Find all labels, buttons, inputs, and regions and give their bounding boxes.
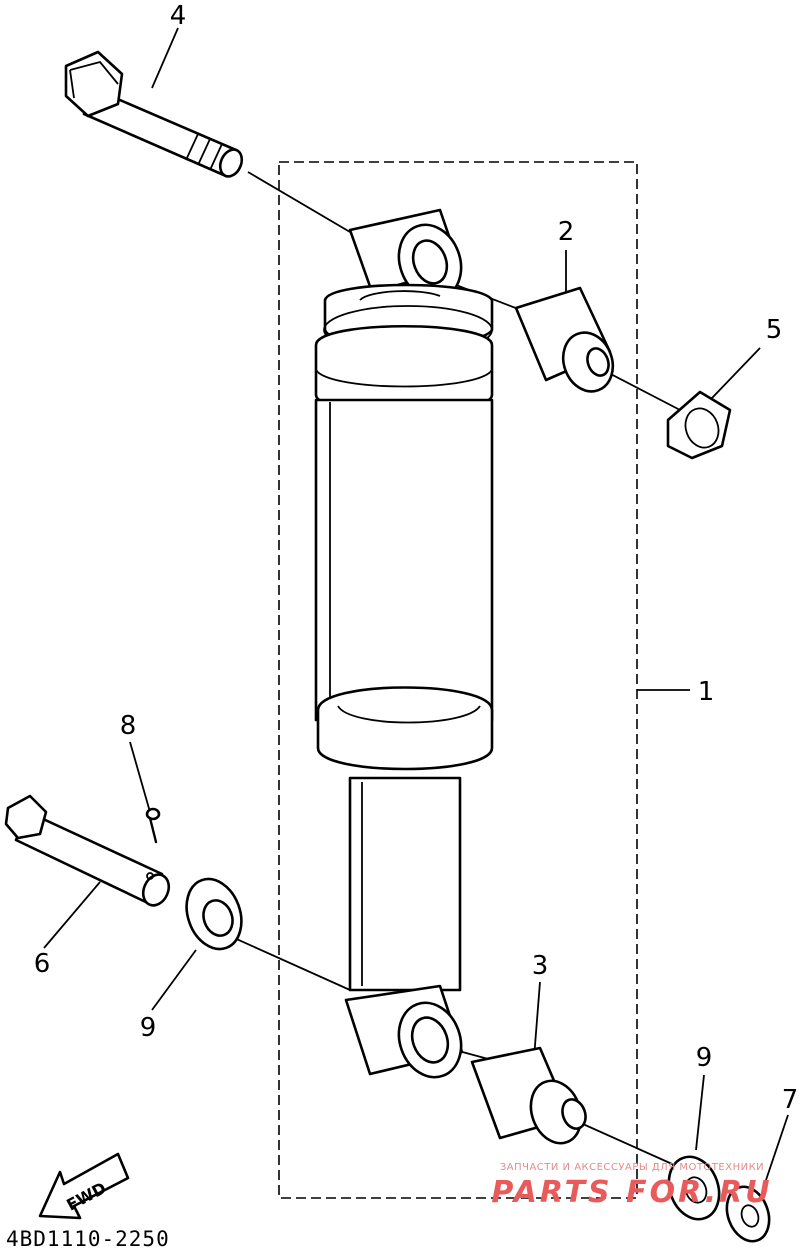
washer-left xyxy=(185,877,243,951)
fwd-arrow: FWD xyxy=(38,1152,130,1220)
callout-4: 4 xyxy=(170,1,187,31)
lower-pin xyxy=(4,794,171,907)
cotter-pin xyxy=(145,807,161,844)
upper-bushing xyxy=(514,286,615,393)
callout-6: 6 xyxy=(34,949,51,979)
washer-right xyxy=(667,1155,721,1221)
shock-absorber xyxy=(314,208,494,1079)
callout-5: 5 xyxy=(766,315,783,345)
lower-bushing xyxy=(470,1046,587,1145)
callout-9-left: 9 xyxy=(140,1013,157,1043)
watermark-logo: PARTS FOR.RU xyxy=(491,1175,772,1210)
diagram-code: 4BD1110-2250 xyxy=(6,1227,170,1251)
callout-2: 2 xyxy=(558,217,575,247)
callout-8: 8 xyxy=(120,711,137,741)
end-washer xyxy=(725,1185,771,1243)
callout-7: 7 xyxy=(782,1085,799,1115)
callout-1: 1 xyxy=(698,677,715,707)
collar-nut xyxy=(666,390,732,460)
watermark-tagline: ЗАПЧАСТИ И АКСЕССУАРЫ ДЛЯ МОТОТЕХНИКИ xyxy=(500,1162,764,1173)
callout-9-right: 9 xyxy=(696,1043,713,1073)
callout-3: 3 xyxy=(532,951,549,981)
upper-mounting-bolt xyxy=(64,50,244,178)
